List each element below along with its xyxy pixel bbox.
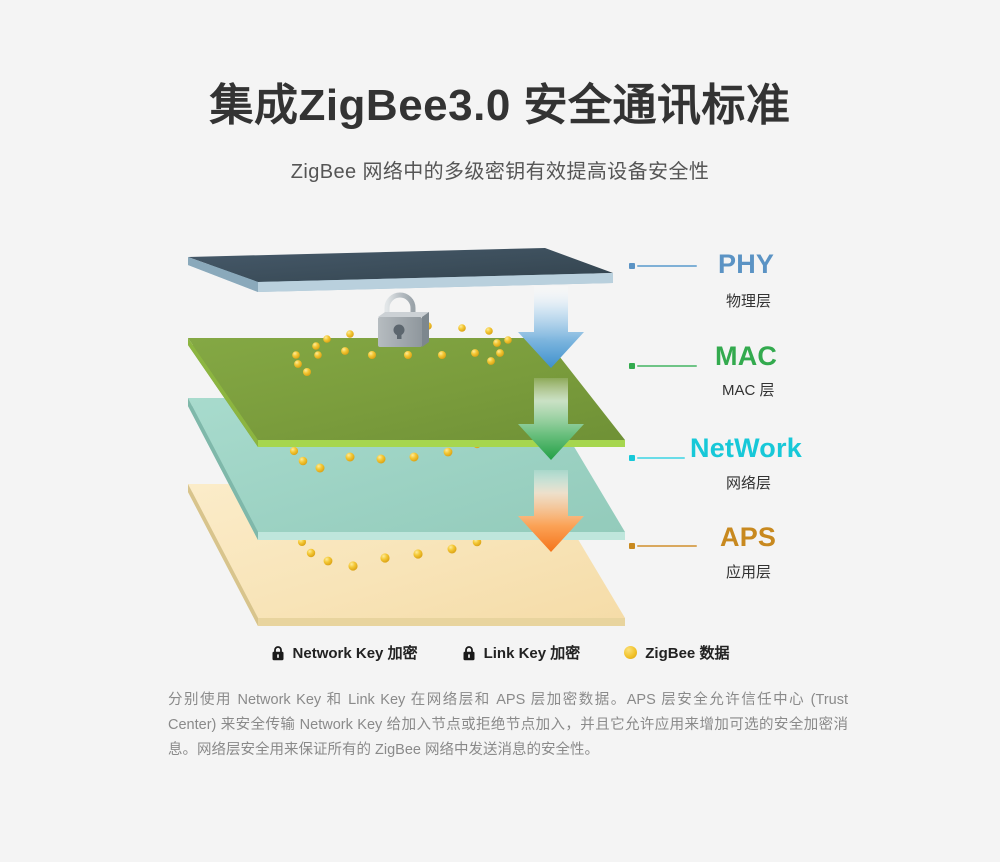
key-legend-label: Link Key 加密 — [483, 645, 581, 662]
page-subtitle: ZigBee 网络中的多级密钥有效提高设备安全性 — [290, 161, 710, 183]
layer-label-mac: MAC — [715, 341, 778, 371]
plate-phy — [188, 248, 613, 292]
layer-sublabel-phy: 物理层 — [726, 293, 772, 310]
lock-icon — [462, 645, 476, 661]
connector-line-aps — [637, 545, 697, 547]
connector-line-network — [637, 457, 685, 459]
dot-icon — [624, 646, 638, 659]
arrow-mac-to-network — [518, 378, 584, 460]
page-title: 集成ZigBee3.0 安全通讯标准 — [209, 81, 791, 130]
key-legend-item-zigbee-data: ZigBee 数据 — [624, 642, 729, 663]
key-legend-label: Network Key 加密 — [292, 645, 418, 662]
network-key-lock-icon-mac — [378, 292, 429, 347]
arrow-phy-to-mac — [518, 286, 584, 368]
description-text: 分别使用 Network Key 和 Link Key 在网络层和 APS 层加… — [168, 692, 848, 758]
layer-sublabel-mac: MAC 层 — [722, 382, 775, 399]
connector-dot-mac — [629, 363, 635, 369]
description-paragraph: 分别使用 Network Key 和 Link Key 在网络层和 APS 层加… — [168, 688, 848, 763]
layer-label-network: NetWork — [690, 433, 802, 463]
layer-label-aps: APS — [720, 522, 777, 552]
connector-dot-phy — [629, 263, 635, 269]
connector-dot-aps — [629, 543, 635, 549]
layer-sublabel-network: 网络层 — [726, 475, 772, 492]
key-legend-label: ZigBee 数据 — [645, 645, 730, 662]
data-dots-mac — [292, 322, 512, 376]
connector-line-mac — [637, 365, 697, 367]
key-legend-item-link-key: Link Key 加密 — [462, 642, 581, 663]
connector-dot-network — [629, 455, 635, 461]
arrow-network-to-aps — [518, 470, 584, 552]
connector-line-phy — [637, 265, 697, 267]
layer-sublabel-aps: 应用层 — [726, 564, 772, 581]
lock-icon — [271, 645, 285, 661]
layer-label-phy: PHY — [718, 249, 775, 279]
key-legend: Network Key 加密 Link Key 加密 ZigBee 数据 — [0, 642, 1000, 663]
key-legend-item-network-key: Network Key 加密 — [271, 642, 418, 663]
